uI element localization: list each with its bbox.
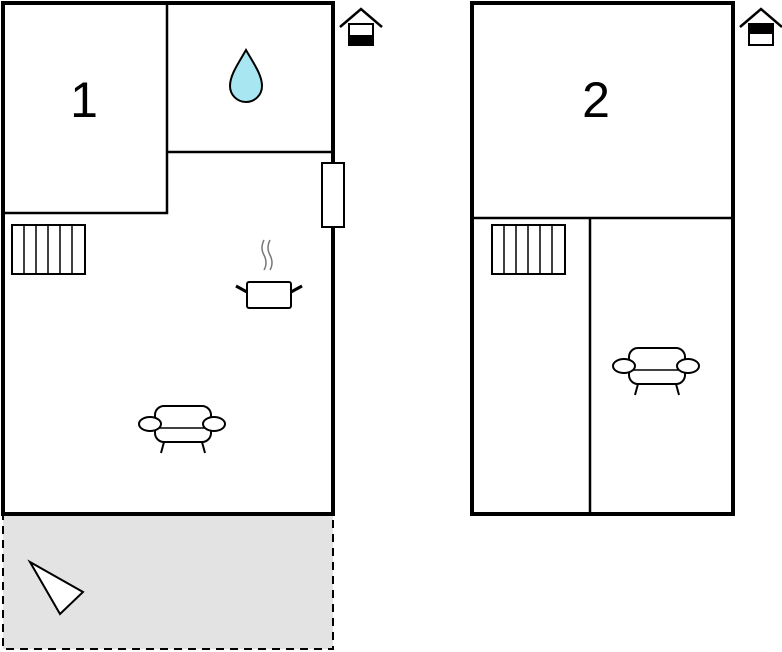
floor-1: 1 [1, 1, 345, 516]
cooking-pot-icon [235, 239, 303, 309]
sofa-icon [612, 347, 700, 396]
floor-2: 2 [470, 1, 735, 516]
room-number-1: 1 [70, 72, 98, 128]
sun-triangle-icon [27, 559, 85, 616]
door-icon [321, 162, 345, 228]
bedroom-1-walls [3, 3, 169, 215]
house-ground-floor-icon [339, 7, 383, 46]
radiator-icon [11, 224, 86, 275]
room-number-2: 2 [582, 72, 610, 128]
house-upper-floor-icon [739, 7, 782, 46]
sofa-icon [138, 405, 226, 454]
radiator-icon [491, 224, 566, 275]
water-drop-icon [228, 47, 264, 103]
